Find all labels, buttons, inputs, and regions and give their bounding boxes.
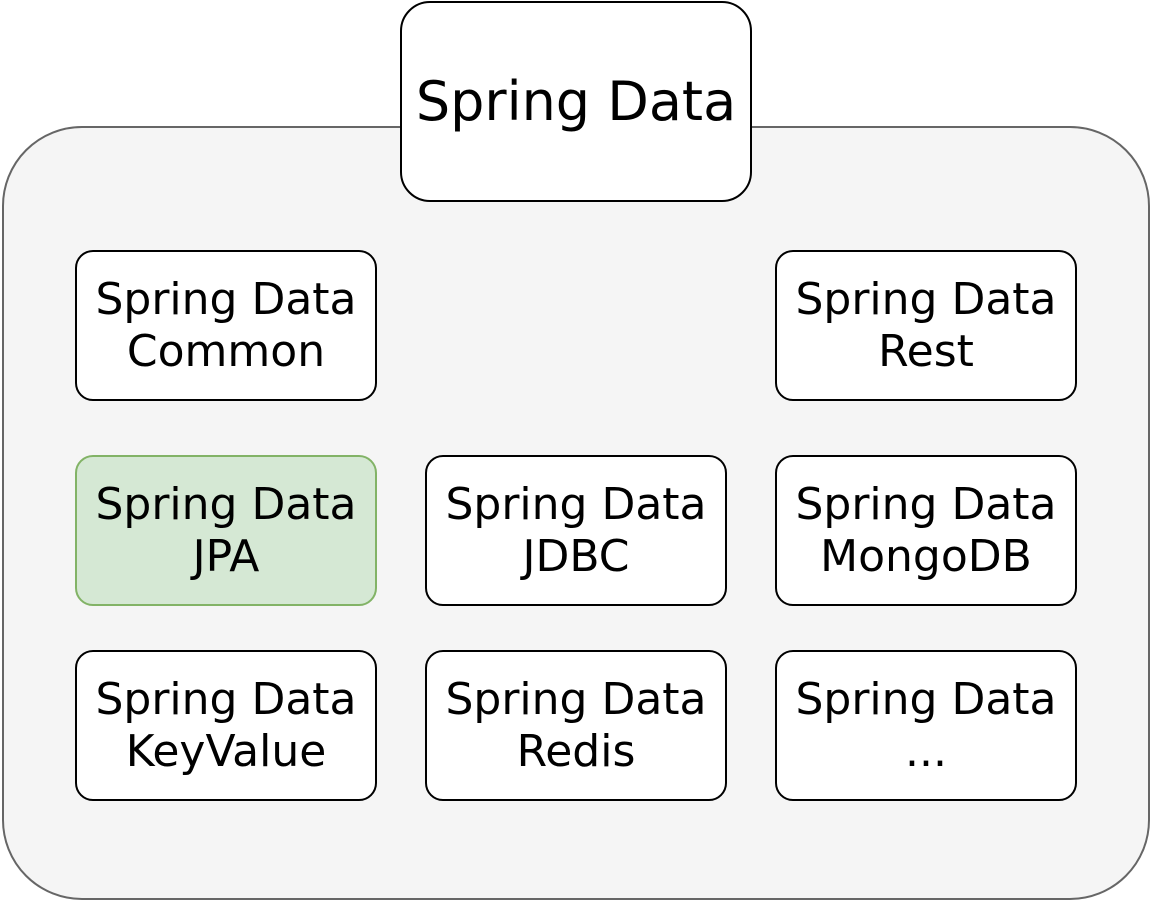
module-box-jpa: Spring Data JPA (75, 455, 377, 606)
module-mongodb-line2: MongoDB (820, 530, 1032, 582)
module-redis-line2: Redis (516, 725, 636, 777)
module-common-line2: Common (126, 325, 326, 377)
module-common-line1: Spring Data (95, 273, 357, 325)
module-jdbc-line1: Spring Data (445, 478, 707, 530)
module-box-redis: Spring Data Redis (425, 650, 727, 801)
module-box-common: Spring Data Common (75, 250, 377, 401)
module-rest-line2: Rest (878, 325, 974, 377)
module-more-line1: Spring Data (795, 673, 1057, 725)
module-box-rest: Spring Data Rest (775, 250, 1077, 401)
module-box-more: Spring Data ... (775, 650, 1077, 801)
module-rest-line1: Spring Data (795, 273, 1057, 325)
module-jpa-line2: JPA (192, 530, 260, 582)
module-keyvalue-line2: KeyValue (125, 725, 327, 777)
module-jdbc-line2: JDBC (522, 530, 630, 582)
module-jpa-line1: Spring Data (95, 478, 357, 530)
module-box-jdbc: Spring Data JDBC (425, 455, 727, 606)
module-box-keyvalue: Spring Data KeyValue (75, 650, 377, 801)
spring-data-title-box: Spring Data (400, 1, 752, 202)
module-keyvalue-line1: Spring Data (95, 673, 357, 725)
spring-data-title: Spring Data (415, 69, 737, 133)
module-redis-line1: Spring Data (445, 673, 707, 725)
module-more-line2: ... (905, 725, 947, 777)
module-box-mongodb: Spring Data MongoDB (775, 455, 1077, 606)
module-mongodb-line1: Spring Data (795, 478, 1057, 530)
